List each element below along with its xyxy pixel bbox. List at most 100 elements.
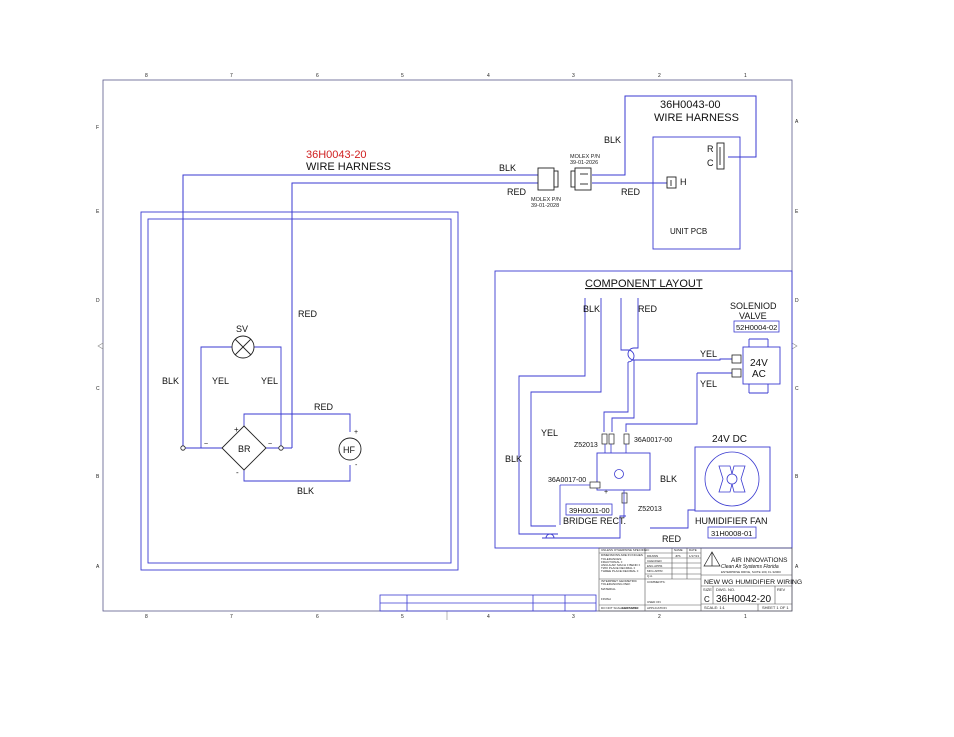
dwg-number: 36H0042-20 <box>716 594 771 605</box>
tb-ang: ANGULAR: MACH ± BEND ± <box>601 563 640 567</box>
tb-no-scale: DO NOT SCALE DRAWING <box>601 606 639 610</box>
solenoid-valve-body: 24V AC <box>731 338 781 394</box>
dwg-no-label: DWG. NO. <box>716 587 735 592</box>
wire-junction-right <box>278 445 284 451</box>
tb-dims: DIMENSIONS ARE IN INCHES <box>601 553 643 557</box>
title-block <box>598 547 793 612</box>
blk-harness-wire <box>182 174 538 448</box>
tb-qa: Q.A. <box>647 574 653 578</box>
harness-pcb-name: WIRE HARNESS <box>654 112 739 124</box>
schematic-wires <box>183 346 351 482</box>
tb-material: MATERIAL <box>601 587 616 591</box>
component-layout-wires <box>518 298 732 539</box>
layout-36a0017-left: 36A0017-00 <box>548 477 586 484</box>
tb-unless: UNLESS OTHERWISE SPECIFIED: <box>601 548 650 552</box>
size-value: C <box>704 595 710 604</box>
wire-label-yel-right: YEL <box>261 376 278 386</box>
wire-label-blk-top: BLK <box>604 135 621 145</box>
zone-right-f: A <box>795 119 799 125</box>
unit-pcb: R C H UNIT PCB <box>652 136 741 250</box>
bridge-rectifier-component: + <box>559 433 651 525</box>
valve-part-box <box>733 320 780 333</box>
fan-part-box <box>707 526 757 539</box>
tb-date: DATE <box>689 548 697 552</box>
fan-name: HUMIDIFIER FAN <box>695 516 768 526</box>
layout-yel-3: YEL <box>541 428 558 438</box>
revision-strip <box>379 594 597 612</box>
hf-label: HF <box>343 445 355 455</box>
wire-label-red-mid: RED <box>314 402 334 412</box>
tb-name: NAME <box>674 548 683 552</box>
tb-frac: FRACTIONAL ± <box>601 560 623 564</box>
tb-drawn-by: JPS <box>675 554 681 558</box>
wire-junction-left <box>180 445 186 451</box>
layout-yel-1: YEL <box>700 349 717 359</box>
molex-bottom-number: 39-01-2028 <box>531 203 559 209</box>
wire-label-blk-left: BLK <box>162 376 179 386</box>
size-label: SIZE <box>703 587 712 592</box>
zone-top-4: 4 <box>487 73 490 79</box>
humidifier-fan-symbol: HF + - <box>338 429 362 469</box>
blk-pcb-wire <box>592 95 757 176</box>
zone-bottom-5: 5 <box>401 614 404 620</box>
zone-top-3: 3 <box>572 73 575 79</box>
molex-top-label: MOLEX P/N <box>570 154 600 160</box>
hf-plus: + <box>354 429 358 436</box>
layout-red-bottom: RED <box>662 534 682 544</box>
br-tilde-left: ~ <box>204 441 208 448</box>
zone-left-d: D <box>96 298 100 304</box>
tb-comments: COMMENTS: <box>647 580 665 584</box>
molex-connector-female <box>537 167 559 191</box>
zone-right-e: E <box>795 209 799 215</box>
molex-connector-male <box>570 167 592 191</box>
fan-part-number: 31H0008-01 <box>711 529 752 538</box>
harness-wires <box>182 95 757 448</box>
wire-label-blk-harness: BLK <box>499 163 516 173</box>
zone-top-2: 2 <box>658 73 661 79</box>
wire-label-red-sch: RED <box>298 309 318 319</box>
zone-bottom-3: 3 <box>572 614 575 620</box>
pcb-label: UNIT PCB <box>670 227 707 236</box>
pcb-pin-c: C <box>707 158 714 168</box>
company-tagline: Clean Air Systems Florida <box>721 564 779 570</box>
bridge-part-number: 39H0011-00 <box>569 506 610 515</box>
zone-top-5: 5 <box>401 73 404 79</box>
tb-interp: INTERPRET GEOMETRIC <box>601 579 638 583</box>
sheet-label: SHEET 1 OF 1 <box>762 605 789 610</box>
br-plus: + <box>234 425 239 434</box>
layout-blk-2: BLK <box>505 454 522 464</box>
tb-used-on: USED ON <box>647 600 661 604</box>
zone-right-d: D <box>795 298 799 304</box>
tb-three: THREE PLACE DECIMAL ± <box>601 569 639 573</box>
company-address: ENTERPRISE DRIVE, SUITE 100, FL 32000 <box>721 570 781 574</box>
zone-top-6: 6 <box>316 73 319 79</box>
company-logo <box>703 551 721 567</box>
tb-checked: CHECKED <box>647 559 663 563</box>
molex-bottom-label: MOLEX P/N <box>531 197 561 203</box>
pcb-pin-r: R <box>707 144 714 154</box>
wire-label-yel-left: YEL <box>212 376 229 386</box>
tb-two: TWO PLACE DECIMAL ± <box>601 566 636 570</box>
zone-bottom-8: 8 <box>145 614 148 620</box>
drawing-title: NEW WG HUMIDIFIER WIRING <box>704 579 802 586</box>
solenoid-valve-symbol: SV <box>231 324 255 359</box>
zone-bottom-4: 4 <box>487 614 490 620</box>
zone-top-7: 7 <box>230 73 233 79</box>
tb-tol: TOLERANCES: <box>601 557 622 561</box>
layout-36a0017-top: 36A0017-00 <box>634 437 672 444</box>
zone-bottom-1: 1 <box>744 614 747 620</box>
bridge-part-box <box>565 503 613 516</box>
tb-application: APPLICATION <box>647 606 667 610</box>
zone-right-b: B <box>795 474 799 480</box>
zone-top-8: 8 <box>145 73 148 79</box>
wire-label-blk-bottom: BLK <box>297 486 314 496</box>
zone-right-c: C <box>795 386 799 392</box>
zone-bottom-7: 7 <box>230 614 233 620</box>
company-name: AIR INNOVATIONS <box>731 557 788 564</box>
title-block-small-text: UNLESS OTHERWISE SPECIFIED: DIMENSIONS A… <box>601 548 699 610</box>
layout-blk-1: BLK <box>583 304 600 314</box>
layout-z52013-bottom: Z52013 <box>638 506 662 513</box>
hf-minus: - <box>355 462 358 469</box>
pcb-pin-h: H <box>680 177 687 187</box>
tb-next-assy: NEXT ASSY <box>622 606 639 610</box>
